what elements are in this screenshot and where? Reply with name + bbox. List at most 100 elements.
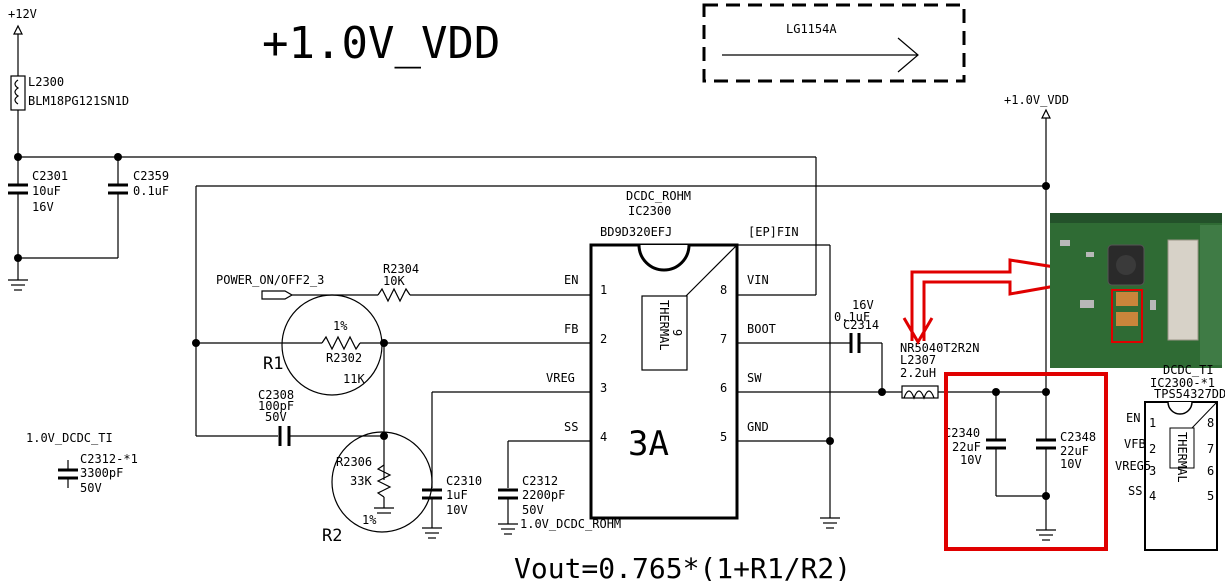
vout-formula: Vout=0.765*(1+R1/R2) [514, 552, 851, 581]
svg-text:3: 3 [1149, 464, 1156, 478]
capacitor-c2359: C2359 0.1uF [18, 169, 169, 259]
ic-ref: IC2300 [628, 204, 671, 218]
svg-text:10V: 10V [1060, 457, 1082, 471]
svg-text:4: 4 [1149, 489, 1156, 503]
flag-label: LG1154A [786, 22, 837, 36]
inductor-l2300: L2300 BLM18PG121SN1D [10, 75, 129, 111]
pcb-photo [1050, 213, 1222, 368]
svg-text:5: 5 [1207, 489, 1214, 503]
svg-text:50V: 50V [80, 481, 102, 495]
svg-text:C2348: C2348 [1060, 430, 1096, 444]
svg-text:50V: 50V [265, 410, 287, 424]
svg-text:THERMAL: THERMAL [1175, 432, 1189, 483]
svg-text:9: 9 [670, 329, 684, 336]
capacitor-c2310: C2310 1uF 10V [422, 474, 482, 539]
capacitor-c2314: 16V 0.1uF C2314 [834, 298, 879, 353]
svg-text:BOOT: BOOT [747, 322, 776, 336]
capacitor-c2340: C2340 22uF 10V [944, 426, 1006, 496]
svg-text:8: 8 [1207, 416, 1214, 430]
svg-text:C2312: C2312 [522, 474, 558, 488]
capacitor-c2348: C2348 22uF 10V [1036, 430, 1096, 530]
svg-text:10V: 10V [446, 503, 468, 517]
svg-text:FB: FB [564, 322, 578, 336]
svg-text:3: 3 [600, 381, 607, 395]
capacitor-c2312: C2312 2200pF 50V 1.0V_DCDC_ROHM [498, 474, 621, 535]
svg-text:L2307: L2307 [900, 353, 936, 367]
svg-text:2: 2 [600, 332, 607, 346]
svg-text:22uF: 22uF [952, 440, 981, 454]
svg-text:R2304: R2304 [383, 262, 419, 276]
resistor-r2306: R2306 33K 1% R2 [322, 431, 433, 546]
svg-text:IC2300-*1: IC2300-*1 [1150, 376, 1215, 390]
svg-text:10K: 10K [383, 274, 405, 288]
ic-ep-pin: [EP]FIN [748, 225, 799, 239]
capacitor-c2312-alt: 1.0V_DCDC_TI C2312-*1 3300pF 50V [26, 431, 138, 495]
ground-symbol [1036, 529, 1056, 541]
schematic-title: +1.0V_VDD [262, 18, 500, 69]
svg-text:0.1uF: 0.1uF [834, 310, 870, 324]
svg-text:VFB: VFB [1124, 437, 1146, 451]
svg-text:0.1uF: 0.1uF [133, 184, 169, 198]
ground-symbol [820, 517, 840, 529]
net-dcdc-rohm: 1.0V_DCDC_ROHM [520, 517, 621, 531]
highlight-box [944, 372, 1108, 551]
capacitor-c2308: C2308 100pF 50V [258, 388, 294, 446]
svg-text:VREG: VREG [546, 371, 575, 385]
svg-text:100pF: 100pF [258, 399, 294, 413]
svg-text:1uF: 1uF [446, 488, 468, 502]
rail-12v: +12V [8, 7, 37, 76]
ic2300: DCDC_ROHM IC2300 BD9D320EFJ [EP]FIN THER… [546, 189, 799, 520]
svg-text:1%: 1% [333, 319, 348, 333]
svg-text:16V: 16V [32, 200, 54, 214]
svg-text:1: 1 [1149, 416, 1156, 430]
ic-current: 3A [628, 424, 669, 464]
svg-text:VREG5: VREG5 [1115, 459, 1151, 473]
net-power-on: POWER_ON/OFF2_3 [216, 273, 324, 300]
svg-text:2200pF: 2200pF [522, 488, 565, 502]
svg-text:DCDC_TI: DCDC_TI [1163, 363, 1214, 377]
svg-text:7: 7 [1207, 442, 1214, 456]
svg-text:GND: GND [747, 420, 769, 434]
ic-part: BD9D320EFJ [600, 225, 672, 239]
svg-text:1: 1 [600, 283, 607, 297]
svg-text:BLM18PG121SN1D: BLM18PG121SN1D [28, 94, 129, 108]
ic-lib: DCDC_ROHM [626, 189, 691, 203]
r1-label: R1 [263, 354, 283, 374]
svg-text:6: 6 [1207, 464, 1214, 478]
svg-text:1%: 1% [362, 513, 377, 527]
svg-text:4: 4 [600, 430, 607, 444]
svg-text:10V: 10V [960, 453, 982, 467]
svg-text:C2340: C2340 [944, 426, 980, 440]
inductor-l2307: NR5040T2R2N L2307 2.2uH [900, 341, 979, 400]
svg-text:R2302: R2302 [326, 351, 362, 365]
thermal-label: THERMAL [657, 300, 671, 351]
junction-dots [14, 153, 1050, 500]
svg-text:8: 8 [720, 283, 727, 297]
svg-text:2.2uH: 2.2uH [900, 366, 936, 380]
svg-text:C2312-*1: C2312-*1 [80, 452, 138, 466]
svg-text:TPS54327DDAR: TPS54327DDAR [1154, 387, 1225, 401]
r2-label: R2 [322, 526, 342, 546]
net-dcdc-ti: 1.0V_DCDC_TI [26, 431, 113, 445]
svg-text:C2314: C2314 [843, 318, 879, 332]
svg-text:C2301: C2301 [32, 169, 68, 183]
svg-text:SS: SS [1128, 484, 1142, 498]
svg-text:5: 5 [720, 430, 727, 444]
rail-vdd-label: +1.0V_VDD [1004, 93, 1069, 107]
svg-text:6: 6 [720, 381, 727, 395]
ground-symbol [8, 258, 28, 291]
resistor-r2304: R2304 10K [377, 262, 419, 303]
svg-text:16V: 16V [852, 298, 874, 312]
svg-text:EN: EN [564, 273, 578, 287]
svg-text:R2306: R2306 [336, 455, 372, 469]
svg-text:7: 7 [720, 332, 727, 346]
svg-text:NR5040T2R2N: NR5040T2R2N [900, 341, 979, 355]
svg-text:L2300: L2300 [28, 75, 64, 89]
alt-ic-ti: DCDC_TI IC2300-*1 TPS54327DDAR THERMAL E… [1115, 363, 1225, 551]
svg-text:EN: EN [1126, 411, 1140, 425]
svg-text:C2359: C2359 [133, 169, 169, 183]
svg-text:11K: 11K [343, 372, 365, 386]
svg-text:33K: 33K [350, 474, 372, 488]
offpage-flag: LG1154A [702, 3, 966, 83]
